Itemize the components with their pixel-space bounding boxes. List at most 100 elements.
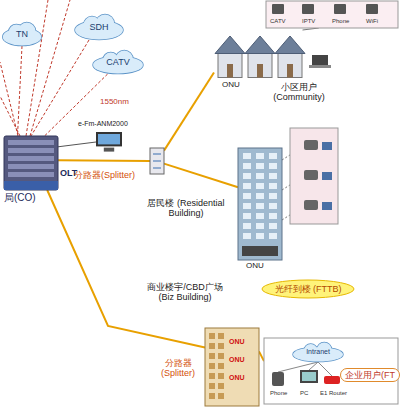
- node-caption: 企业用户(FT: [340, 368, 400, 382]
- cloud-fill: [293, 347, 343, 361]
- node-label: TN: [16, 29, 28, 39]
- pc-icon: [322, 172, 332, 180]
- dashed-link: [30, 0, 70, 136]
- rack-slot: [8, 140, 54, 145]
- splitter-port: [153, 154, 161, 155]
- pc-icon: [322, 142, 332, 150]
- intranet-cloud: Intranet: [292, 342, 344, 362]
- cloud-fill: [93, 56, 143, 73]
- window: [256, 173, 264, 179]
- connector: [18, 46, 23, 136]
- house-roof: [245, 36, 275, 54]
- node-caption: ONU: [229, 338, 245, 346]
- node-caption: Phone: [270, 390, 287, 397]
- device-icon: [302, 4, 314, 14]
- node-caption: 分路器(Splitter): [74, 170, 135, 180]
- olt-rack-shape: [4, 136, 58, 190]
- splitter-shape: [150, 148, 164, 174]
- window: [243, 183, 251, 189]
- window: [218, 353, 224, 359]
- rack-slot: [8, 172, 54, 177]
- dashed-link: [0, 62, 18, 136]
- laptop-screen: [312, 55, 328, 65]
- rack-slot: [8, 156, 54, 161]
- network-cloud: SDH: [74, 14, 124, 40]
- pc-icon: [322, 202, 332, 210]
- node-label: CATV: [106, 57, 129, 67]
- window: [269, 203, 277, 209]
- house-body: [248, 53, 272, 78]
- house-door: [227, 64, 233, 78]
- cloud-fill: [3, 28, 41, 45]
- window: [209, 393, 215, 399]
- node-caption: PC: [300, 390, 308, 397]
- node-label: Intranet: [306, 348, 330, 356]
- house-door: [287, 64, 293, 78]
- window: [256, 193, 264, 199]
- house-body: [278, 53, 302, 78]
- window: [218, 363, 224, 369]
- house-roof: [215, 36, 245, 54]
- node-caption: 商业楼宇/CBD广场 (Biz Building): [139, 282, 231, 303]
- node-label: 光纤到楼 (FTTB): [275, 284, 342, 294]
- community-houses-shape: [214, 30, 332, 80]
- stand: [104, 148, 114, 152]
- cloud-outline: [293, 347, 343, 361]
- node-caption: ONU: [246, 261, 264, 270]
- badge-oval: [262, 280, 354, 298]
- window: [243, 223, 251, 229]
- nms-terminal: e-Fm-ANM2000: [96, 132, 122, 152]
- cloud-outline: [93, 56, 143, 73]
- monitor: [96, 132, 122, 146]
- phone-icon: [272, 372, 284, 386]
- laptop-base: [309, 65, 331, 68]
- window: [209, 333, 215, 339]
- wire: [318, 362, 332, 376]
- community-houses: ONU小区用户 (Community): [214, 30, 332, 80]
- onu-unit: [242, 246, 278, 256]
- node-caption: e-Fm-ANM2000: [78, 120, 128, 128]
- node-caption: ONU: [229, 356, 245, 364]
- splitter-port: [153, 161, 161, 162]
- enterprise-box: Intranet 企业用户(FT Phone PC E1 Router: [264, 338, 398, 404]
- node-caption: Phone: [332, 18, 349, 25]
- wire: [309, 362, 318, 370]
- splitter-port: [153, 168, 161, 169]
- window: [209, 353, 215, 359]
- window: [218, 333, 224, 339]
- window: [269, 193, 277, 199]
- phone-icon: [304, 200, 318, 210]
- residential-building-shape: [238, 148, 282, 260]
- pc-screen: [302, 372, 316, 381]
- node-caption: 局(CO): [4, 192, 36, 204]
- router-icon: [324, 376, 340, 384]
- network-dashes: [0, 0, 70, 136]
- connector: [164, 73, 214, 151]
- connector: [164, 164, 238, 188]
- network-cloud: CATV: [92, 50, 144, 74]
- connector: [58, 142, 96, 147]
- window: [269, 233, 277, 239]
- window: [269, 163, 277, 169]
- window: [243, 233, 251, 239]
- node-caption: WiFi: [366, 18, 378, 25]
- device-panel: [290, 128, 338, 224]
- window: [256, 233, 264, 239]
- connector: [58, 159, 150, 162]
- window: [218, 393, 224, 399]
- node-caption: 居民楼 (Residential Building): [146, 198, 226, 219]
- house-roof: [275, 36, 305, 54]
- pc-icon: [300, 370, 318, 383]
- home-devices-box: CATVIPTVPhoneWiFi: [266, 1, 398, 28]
- biz-building: 商业楼宇/CBD广场 (Biz Building)ONUONUONU: [205, 328, 259, 406]
- node-caption: CATV: [270, 18, 286, 25]
- window: [256, 163, 264, 169]
- splitter: 分路器(Splitter): [150, 148, 164, 174]
- dashed-link: [26, 0, 48, 136]
- window: [243, 153, 251, 159]
- rack-base: [4, 181, 58, 190]
- node-caption: E1 Router: [320, 390, 347, 397]
- window: [269, 173, 277, 179]
- window: [209, 363, 215, 369]
- building-body: [205, 328, 259, 406]
